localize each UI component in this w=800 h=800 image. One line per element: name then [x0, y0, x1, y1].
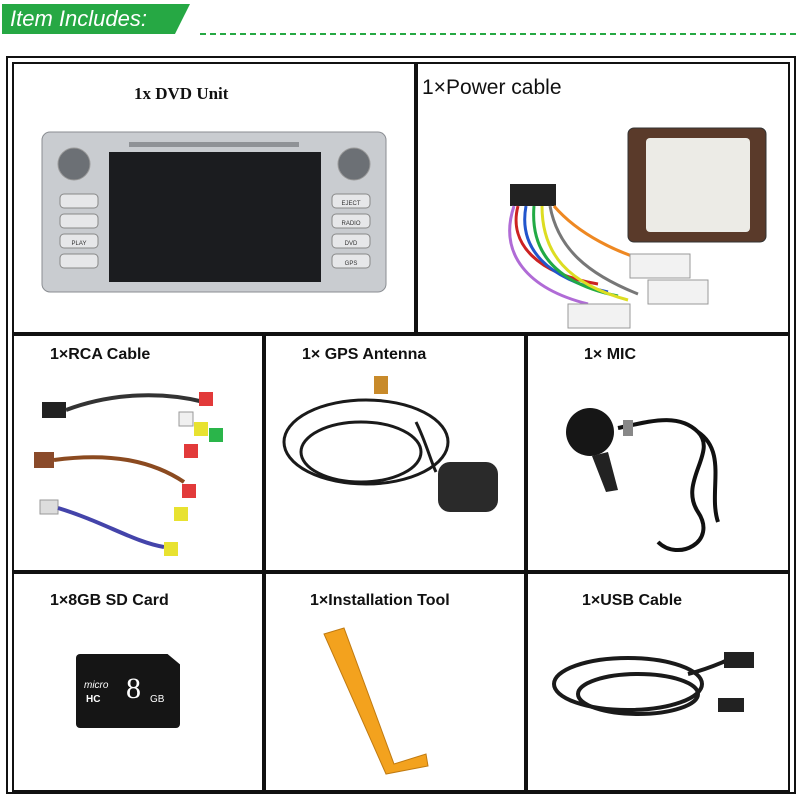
- item-label: 1×RCA Cable: [50, 346, 151, 363]
- items-grid: 1x DVD Unit EJECT RADIO DVD GPS PLAY: [6, 56, 796, 794]
- power-cable-icon: [508, 127, 767, 329]
- dvd-button-label: DVD: [345, 241, 358, 247]
- installation-tool-icon: [323, 627, 429, 775]
- sd-card-sub: HC: [86, 694, 101, 705]
- item-cell-power-cable: 1×Power cable: [416, 62, 790, 334]
- item-cell-rca-cable: 1×RCA Cable: [12, 334, 264, 572]
- item-cell-dvd-unit: 1x DVD Unit EJECT RADIO DVD GPS PLAY: [12, 62, 416, 334]
- dvd-button-label: GPS: [345, 261, 358, 267]
- header-title: Item Includes:: [10, 6, 147, 31]
- dvd-button-label: EJECT: [341, 201, 360, 207]
- item-label: 1×USB Cable: [582, 592, 683, 609]
- item-cell-usb-cable: 1×USB Cable: [526, 572, 790, 792]
- item-cell-gps-antenna: 1× GPS Antenna: [264, 334, 526, 572]
- item-label: 1×Power cable: [422, 76, 562, 99]
- header-divider: [200, 33, 796, 35]
- item-cell-mic: 1× MIC: [526, 334, 790, 572]
- item-label: 1x DVD Unit: [134, 84, 229, 103]
- item-label: 1×Installation Tool: [310, 592, 450, 609]
- header: Item Includes:: [0, 0, 800, 44]
- sd-card-icon: micro HC 8 GB: [76, 654, 180, 728]
- dvd-button-label: PLAY: [72, 241, 87, 247]
- sd-card-brand: micro: [84, 680, 109, 691]
- item-label: 1×8GB SD Card: [50, 592, 169, 609]
- usb-cable-icon: [552, 652, 754, 716]
- header-banner: [2, 4, 190, 34]
- item-cell-sd-card: 1×8GB SD Card micro HC 8 GB: [12, 572, 264, 792]
- item-cell-installation-tool: 1×Installation Tool: [264, 572, 526, 792]
- item-label: 1× MIC: [584, 346, 637, 363]
- sd-card-capacity: 8: [126, 672, 141, 705]
- rca-cable-icon: [34, 392, 223, 556]
- gps-antenna-icon: [282, 376, 498, 512]
- mic-icon: [566, 408, 720, 553]
- dvd-unit-icon: EJECT RADIO DVD GPS PLAY: [41, 131, 387, 293]
- sd-card-unit: GB: [150, 694, 165, 705]
- dvd-button-label: RADIO: [341, 221, 360, 227]
- item-label: 1× GPS Antenna: [302, 346, 427, 363]
